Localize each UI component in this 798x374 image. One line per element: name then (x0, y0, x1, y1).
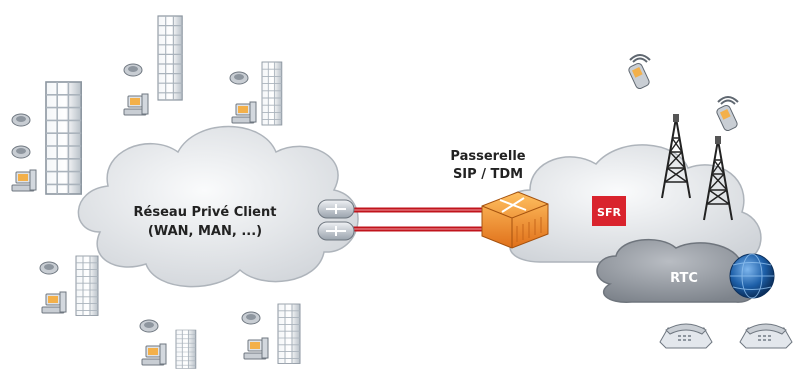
private-network-label-line2: (WAN, MAN, ...) (148, 224, 262, 239)
phone-icon (229, 71, 249, 85)
phone-icon (11, 145, 31, 159)
gateway-label-line2: SIP / TDM (453, 167, 523, 182)
sfr-logo-text: SFR (597, 206, 621, 219)
desk-phone-icon (659, 323, 713, 349)
private-network-label-line1: Réseau Privé Client (134, 205, 277, 220)
phone-icon (139, 319, 159, 333)
globe-icon (729, 253, 775, 299)
mobile-phone-icon (714, 96, 740, 133)
gateway-icon (481, 191, 549, 249)
mobile-phone-icon (626, 54, 652, 91)
building-icon (75, 255, 99, 316)
phone-icon (241, 311, 261, 325)
phone-icon (39, 261, 59, 275)
building-icon (277, 303, 301, 364)
phone-icon (123, 63, 143, 77)
computer-icon (11, 169, 37, 192)
building-icon (261, 61, 283, 126)
desk-phone-icon (739, 323, 793, 349)
computer-icon (141, 343, 167, 366)
computer-icon (231, 101, 257, 124)
computer-icon (41, 291, 67, 314)
phone-icon (11, 113, 31, 127)
building-icon (45, 81, 82, 195)
rtc-label: RTC (670, 271, 698, 286)
building-icon (175, 329, 197, 369)
rtc-cloud (596, 238, 759, 303)
private-network-cloud (77, 125, 359, 288)
gateway-label-line1: Passerelle (450, 149, 525, 164)
router-icon (317, 199, 355, 241)
building-icon (157, 15, 183, 101)
computer-icon (123, 93, 149, 116)
trunk-links (352, 207, 496, 232)
computer-icon (243, 337, 269, 360)
sfr-logo: SFR (592, 196, 626, 226)
